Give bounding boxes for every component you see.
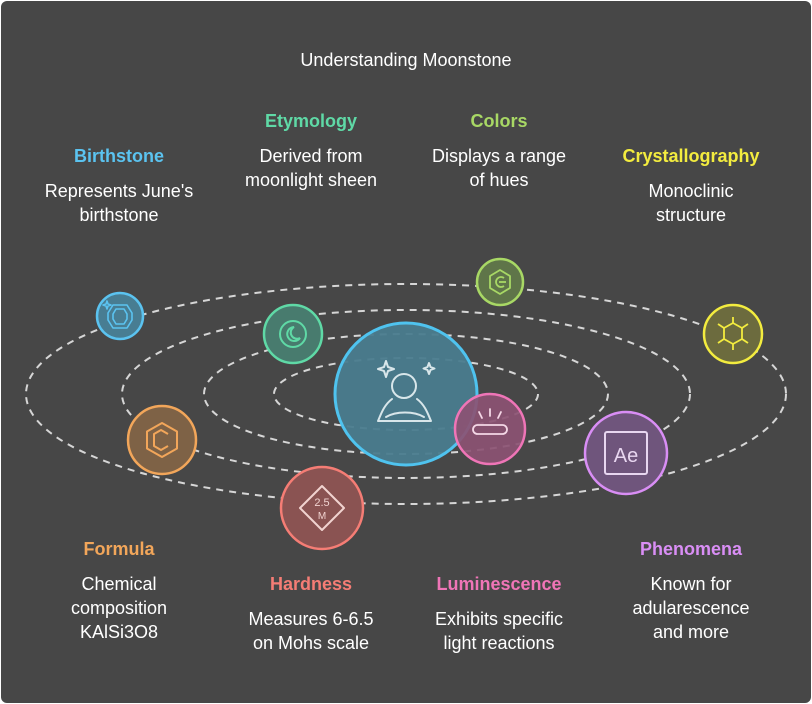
etymology-node bbox=[262, 303, 324, 365]
topic-formula: Formula Chemical composition KAlSi3O8 bbox=[19, 537, 219, 644]
topic-description: Represents June's birthstone bbox=[19, 179, 219, 227]
desc-line: adularescence bbox=[632, 598, 750, 618]
topic-description: Known for adularescence and more bbox=[591, 572, 791, 644]
topic-colors: Colors Displays a range of hues bbox=[399, 109, 599, 192]
hardness-node: 2.5 M bbox=[279, 465, 365, 551]
formula-node bbox=[126, 404, 198, 476]
topic-heading: Colors bbox=[470, 111, 528, 131]
glowing-tube-icon bbox=[472, 408, 508, 435]
hardness-badge-value: 2.5 bbox=[314, 497, 329, 509]
topic-heading: Formula bbox=[83, 539, 155, 559]
desc-line: Measures 6-6.5 bbox=[248, 609, 374, 629]
ae-app-icon: Ae bbox=[604, 431, 648, 475]
desc-line: and more bbox=[652, 622, 730, 642]
topic-description: Derived from moonlight sheen bbox=[211, 144, 411, 192]
topic-birthstone: Birthstone Represents June's birthstone bbox=[19, 144, 219, 227]
topic-description: Monoclinic structure bbox=[591, 179, 791, 227]
topic-heading: Hardness bbox=[269, 574, 353, 594]
desc-line: Chemical bbox=[81, 574, 157, 594]
topic-heading: Etymology bbox=[264, 111, 357, 131]
desc-line: on Mohs scale bbox=[252, 633, 370, 653]
orbit-ring-inner bbox=[273, 357, 539, 431]
desc-line: Represents June's bbox=[44, 181, 194, 201]
topic-luminescence: Luminescence Exhibits specific light rea… bbox=[399, 572, 599, 655]
center-node bbox=[333, 321, 479, 467]
hardness-badge-icon: 2.5 M bbox=[299, 485, 345, 531]
crystallography-node bbox=[702, 303, 764, 365]
desc-line: Displays a range bbox=[431, 146, 567, 166]
desc-line: Monoclinic bbox=[648, 181, 734, 201]
orbit-ring-3 bbox=[121, 309, 691, 479]
luminescence-node bbox=[453, 392, 527, 466]
desc-line: Derived from bbox=[259, 146, 363, 166]
desc-line: composition bbox=[70, 598, 168, 618]
desc-line: Exhibits specific bbox=[434, 609, 564, 629]
colors-node bbox=[475, 257, 525, 307]
topic-etymology: Etymology Derived from moonlight sheen bbox=[211, 109, 411, 192]
ae-icon-text: Ae bbox=[614, 445, 638, 467]
topic-heading: Crystallography bbox=[622, 146, 760, 166]
hardness-badge-unit: M bbox=[318, 511, 326, 522]
crystal-lattice-icon bbox=[717, 317, 749, 350]
topic-description: Displays a range of hues bbox=[399, 144, 599, 192]
desc-line: moonlight sheen bbox=[244, 170, 378, 190]
topic-description: Measures 6-6.5 on Mohs scale bbox=[211, 607, 411, 655]
topic-heading: Phenomena bbox=[639, 539, 743, 559]
topic-description: Exhibits specific light reactions bbox=[399, 607, 599, 655]
desc-line: light reactions bbox=[443, 633, 555, 653]
orbit-ring-outer bbox=[25, 283, 787, 505]
chemical-formula-icon bbox=[146, 422, 178, 458]
topic-heading: Luminescence bbox=[436, 574, 562, 594]
topic-crystallography: Crystallography Monoclinic structure bbox=[591, 144, 791, 227]
desc-line: birthstone bbox=[79, 205, 159, 225]
meditating-person-with-stars-icon bbox=[377, 360, 436, 422]
desc-line: structure bbox=[655, 205, 727, 225]
desc-line: KAlSi3O8 bbox=[79, 622, 159, 642]
diagram-title: Understanding Moonstone bbox=[300, 50, 512, 70]
phenomena-node: Ae bbox=[583, 410, 669, 496]
desc-line: Known for bbox=[650, 574, 732, 594]
topic-description: Chemical composition KAlSi3O8 bbox=[19, 572, 219, 644]
color-palette-icon bbox=[489, 269, 511, 295]
desc-line: of hues bbox=[469, 170, 529, 190]
gem-icon bbox=[102, 300, 133, 329]
crescent-moon-icon bbox=[279, 320, 307, 348]
birthstone-node bbox=[95, 291, 145, 341]
topic-heading: Birthstone bbox=[74, 146, 164, 166]
topic-hardness: Hardness Measures 6-6.5 on Mohs scale bbox=[211, 572, 411, 655]
topic-phenomena: Phenomena Known for adularescence and mo… bbox=[591, 537, 791, 644]
